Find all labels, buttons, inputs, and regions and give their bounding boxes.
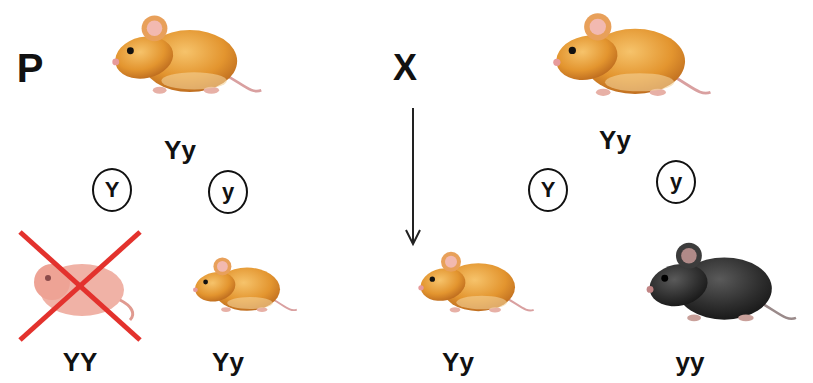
- parent-mouse: [552, 13, 710, 96]
- gamete-allele: Y: [105, 179, 120, 201]
- gamete-circle: y: [656, 160, 696, 204]
- genotype-label: Yy: [212, 349, 244, 375]
- cross-out: [20, 232, 140, 340]
- cross-symbol: X: [393, 50, 417, 86]
- cross-arrow: [406, 108, 420, 244]
- genotype-label: Yy: [442, 349, 474, 375]
- gamete-allele: Y: [541, 179, 556, 201]
- parent-mouse: [111, 15, 261, 93]
- offspring-mouse: [418, 252, 534, 313]
- genotype-label: YY: [63, 349, 98, 375]
- offspring-mouse: [192, 257, 297, 312]
- gamete-allele: y: [222, 181, 234, 203]
- cross-out: [20, 232, 140, 340]
- offspring-mouse: [646, 243, 796, 322]
- gamete-allele: y: [670, 171, 682, 193]
- genotype-label: Yy: [599, 127, 631, 153]
- genotype-label: Yy: [164, 137, 196, 163]
- gamete-circle: Y: [528, 168, 568, 212]
- generation-label: P: [17, 48, 44, 88]
- gamete-circle: Y: [92, 168, 132, 212]
- genotype-label: yy: [676, 349, 705, 375]
- gamete-circle: y: [208, 170, 248, 214]
